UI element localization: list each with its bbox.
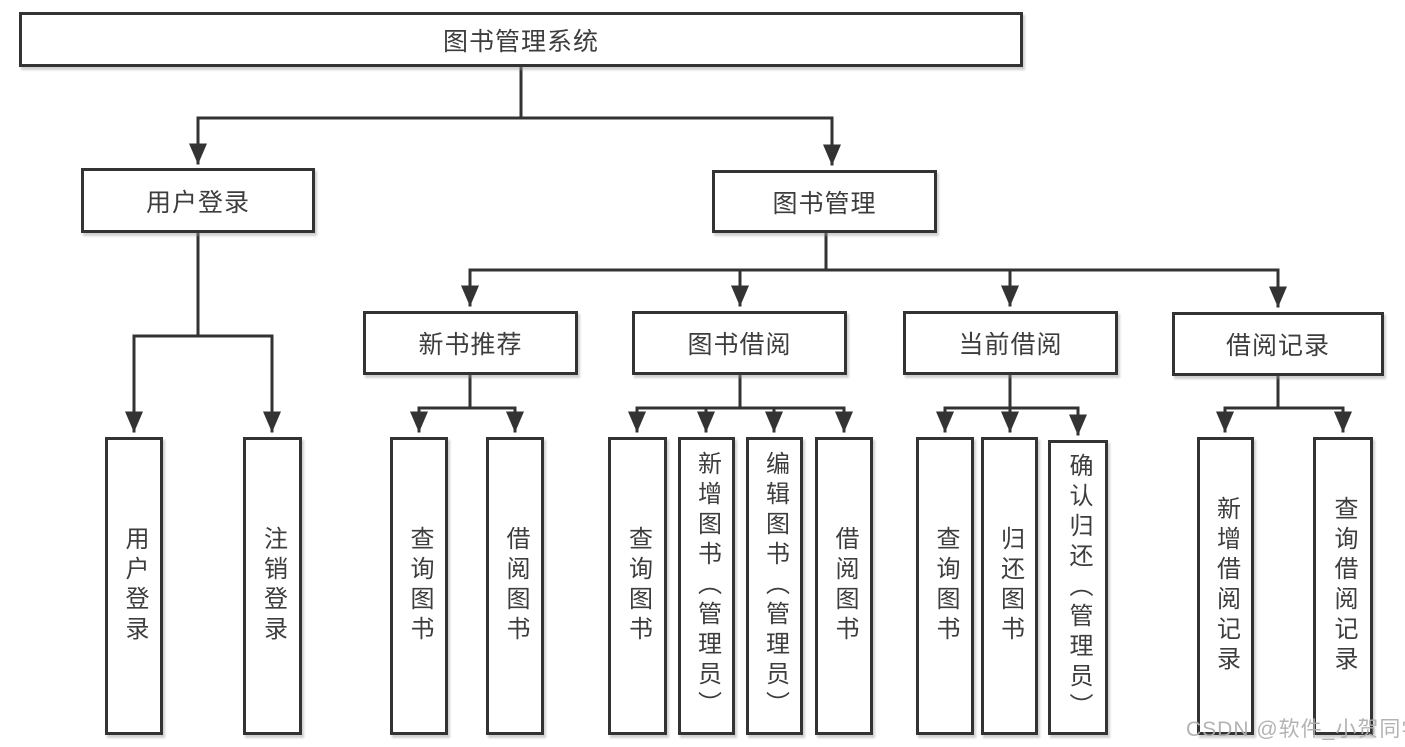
node-cb-return: 归还图书 xyxy=(981,437,1038,735)
node-logout-label: 注销登录 xyxy=(259,526,287,646)
node-current-borrow-label: 当前借阅 xyxy=(958,331,1063,359)
node-cb-query: 查询图书 xyxy=(916,437,974,735)
csdn-watermark: CSDN @软件_小贺同学 xyxy=(1186,718,1405,741)
node-new-book-rec-label: 新书推荐 xyxy=(418,331,523,359)
node-borrow-records-label: 借阅记录 xyxy=(1225,332,1330,360)
node-login-label: 用户登录 xyxy=(121,526,148,646)
node-br-query-label: 查询借阅记录 xyxy=(1330,496,1357,676)
node-bb-edit: 编辑图书（管理员） xyxy=(746,437,803,735)
node-user-login-label: 用户登录 xyxy=(145,188,250,217)
node-br-query: 查询借阅记录 xyxy=(1313,437,1373,735)
node-bb-add-label: 新增图书（管理员） xyxy=(693,451,721,721)
node-bb-edit-label: 编辑图书（管理员） xyxy=(761,451,789,721)
node-br-add-label: 新增借阅记录 xyxy=(1212,496,1240,676)
node-br-add: 新增借阅记录 xyxy=(1197,437,1254,735)
node-logout: 注销登录 xyxy=(243,437,302,735)
node-book-mgmt: 图书管理 xyxy=(712,170,937,233)
node-bb-query-label: 查询图书 xyxy=(624,526,652,646)
node-cb-confirm-label: 确认归还（管理员） xyxy=(1065,452,1092,723)
node-current-borrow: 当前借阅 xyxy=(903,311,1118,375)
node-bb-borrow-label: 借阅图书 xyxy=(831,526,858,646)
node-cb-confirm: 确认归还（管理员） xyxy=(1048,440,1108,735)
node-bb-borrow: 借阅图书 xyxy=(815,437,873,735)
node-nb-query: 查询图书 xyxy=(390,437,448,735)
node-nb-borrow: 借阅图书 xyxy=(486,437,544,735)
node-bb-query: 查询图书 xyxy=(608,437,667,735)
node-login: 用户登录 xyxy=(105,437,163,735)
node-book-mgmt-label: 图书管理 xyxy=(772,189,877,218)
node-user-login: 用户登录 xyxy=(81,168,315,233)
node-book-borrow-label: 图书借阅 xyxy=(687,331,792,359)
node-root: 图书管理系统 xyxy=(19,12,1023,67)
node-book-borrow: 图书借阅 xyxy=(632,311,847,375)
node-nb-borrow-label: 借阅图书 xyxy=(502,526,529,646)
node-cb-return-label: 归还图书 xyxy=(996,526,1024,646)
node-nb-query-label: 查询图书 xyxy=(406,526,433,646)
node-cb-query-label: 查询图书 xyxy=(932,526,959,646)
node-root-label: 图书管理系统 xyxy=(442,27,599,56)
node-new-book-rec: 新书推荐 xyxy=(363,311,578,375)
node-borrow-records: 借阅记录 xyxy=(1172,312,1384,376)
node-bb-add: 新增图书（管理员） xyxy=(678,437,735,735)
